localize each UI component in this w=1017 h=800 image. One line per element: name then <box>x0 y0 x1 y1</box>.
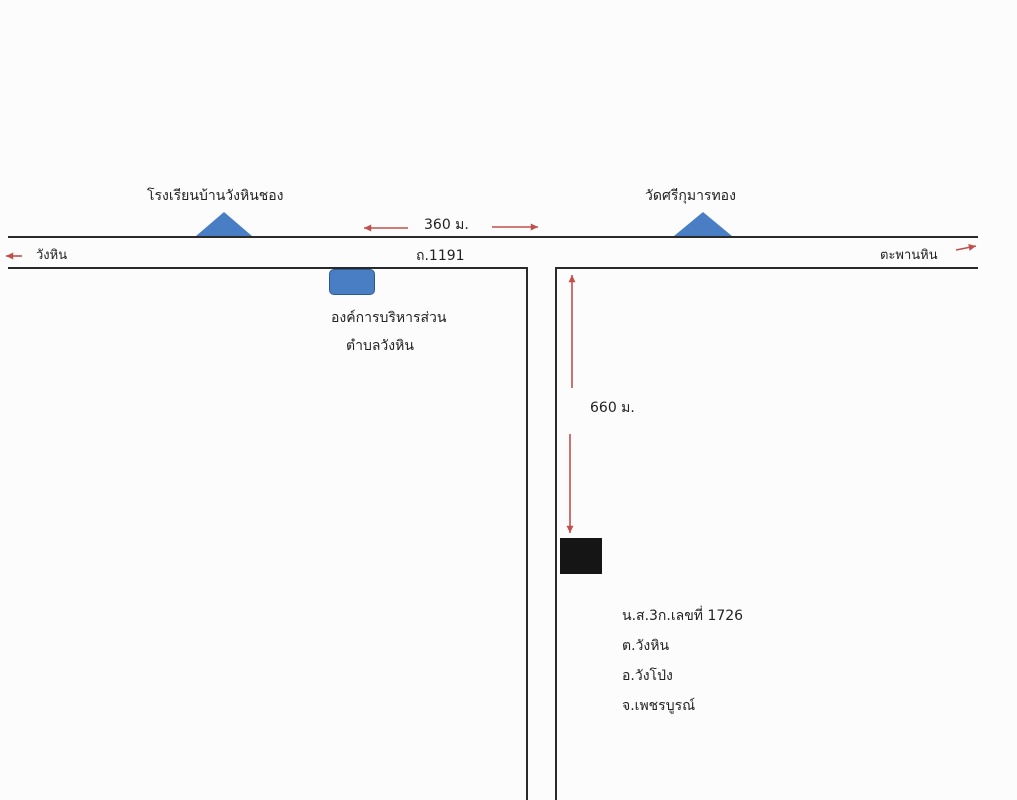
property-province: จ.เพชรบูรณ์ <box>622 698 696 714</box>
distance-360-right-arrow-arrowhead-icon <box>530 223 538 231</box>
side-road-right-edge <box>555 267 557 800</box>
left-direction-arrow-arrowhead-icon <box>6 252 14 260</box>
right-direction-arrow-arrowhead-icon <box>968 244 976 251</box>
distance-660-up-arrow-arrowhead-icon <box>568 275 576 283</box>
horizontal-distance-label: 360 ม. <box>424 217 469 233</box>
distance-arrows <box>6 223 977 533</box>
school-triangle-icon <box>196 212 252 236</box>
distance-360-left-arrow-arrowhead-icon <box>364 224 372 232</box>
property-marker-icon <box>560 538 602 574</box>
vertical-distance-label: 660 ม. <box>590 400 635 416</box>
side-road-left-edge <box>526 267 528 800</box>
property-deed-number: น.ส.3ก.เลขที่ 1726 <box>622 608 744 624</box>
temple-triangle-icon <box>674 212 732 236</box>
main-road-top-edge <box>8 236 978 238</box>
distance-660-down-arrow-arrowhead-icon <box>566 525 574 533</box>
office-label-line2: ตำบลวังหิน <box>346 338 414 354</box>
road-name-label: ถ.1191 <box>416 248 465 264</box>
temple-label: วัดศรีกุมารทอง <box>645 188 736 204</box>
right-direction-label: ตะพานหิน <box>880 248 938 263</box>
main-road-bottom-edge-left <box>8 267 528 269</box>
office-label-line1: องค์การบริหารส่วน <box>331 310 447 326</box>
office-marker-icon <box>329 269 375 295</box>
left-direction-label: วังหิน <box>36 248 68 263</box>
property-district: อ.วังโป่ง <box>622 668 673 684</box>
school-label: โรงเรียนบ้านวังหินชอง <box>147 188 284 204</box>
property-subdistrict: ต.วังหิน <box>622 638 670 654</box>
main-road-bottom-edge-right <box>555 267 978 269</box>
